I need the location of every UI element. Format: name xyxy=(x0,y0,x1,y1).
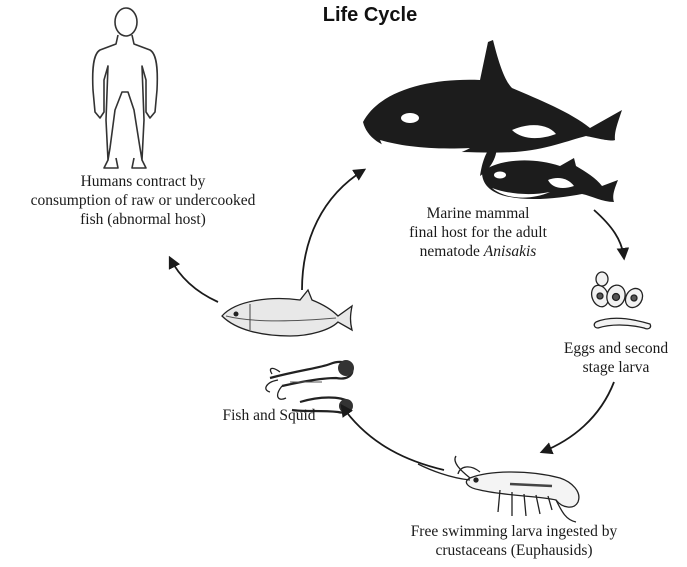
shrimp-icon xyxy=(418,456,579,522)
eggs-stage-caption: Eggs and second stage larva xyxy=(548,339,684,377)
arrow-eggs-to-crustacean xyxy=(542,382,614,452)
eggs-caption-line-2: stage larva xyxy=(548,358,684,377)
human-caption-line-3: fish (abnormal host) xyxy=(4,210,282,229)
arrow-fish-to-human xyxy=(170,258,218,302)
orca-icon xyxy=(363,40,622,202)
mammal-stage-caption: Marine mammal final host for the adult n… xyxy=(378,204,578,261)
arrow-crustacean-to-fish xyxy=(342,406,444,470)
crustacean-caption-line-2: crustaceans (Euphausids) xyxy=(382,541,646,560)
mammal-caption-line-3: nematode Anisakis xyxy=(378,242,578,261)
eggs-larva-icon xyxy=(589,272,651,329)
mammal-caption-line-3-text: nematode xyxy=(420,243,484,260)
mammal-caption-line-2: final host for the adult xyxy=(378,223,578,242)
fish-stage-caption: Fish and Squid xyxy=(206,406,332,425)
eggs-caption-line-1: Eggs and second xyxy=(548,339,684,358)
mammal-caption-line-1: Marine mammal xyxy=(378,204,578,223)
human-caption-line-1: Humans contract by xyxy=(4,172,282,191)
crustacean-caption-line-1: Free swimming larva ingested by xyxy=(382,522,646,541)
human-caption-line-2: consumption of raw or undercooked xyxy=(4,191,282,210)
fish-caption-line-1: Fish and Squid xyxy=(206,406,332,425)
anisakis-genus-name: Anisakis xyxy=(484,243,537,260)
arrow-fish-to-mammal xyxy=(302,170,364,290)
fish-icon xyxy=(222,290,352,336)
human-outline-icon xyxy=(93,8,158,168)
crustacean-stage-caption: Free swimming larva ingested by crustace… xyxy=(382,522,646,560)
arrow-mammal-to-eggs xyxy=(594,210,624,258)
human-stage-caption: Humans contract by consumption of raw or… xyxy=(4,172,282,229)
